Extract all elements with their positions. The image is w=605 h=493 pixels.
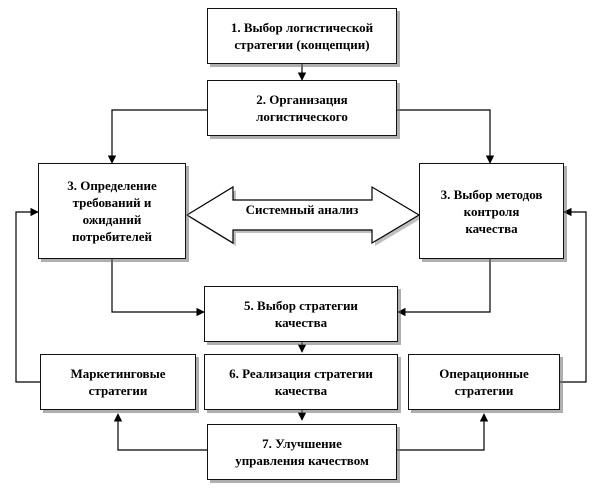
box-quality-management-improvement-label: 7. Улучшение управления качеством	[235, 436, 369, 468]
box-marketing-strategies-label: Маркетинговые стратегии	[70, 366, 166, 398]
arrow-left3-to-5	[111, 259, 205, 317]
box-operational-strategies: Операционные стратегии	[408, 354, 560, 410]
box-quality-strategy-choice-label: 5. Выбор стратегии качества	[244, 298, 358, 330]
box-operational-strategies-label: Операционные стратегии	[439, 366, 529, 398]
arrow-marketing-to-left3	[15, 207, 40, 383]
box-consumer-requirements-label: 3. Определение требований и ожиданий пот…	[67, 178, 157, 244]
arrow-7-to-marketing	[113, 413, 207, 451]
arrow-right3-to-5	[397, 259, 491, 317]
arrow-7-to-operational	[397, 413, 489, 451]
box-logistics-strategy-label: 1. Выбор логистической стратегии (концеп…	[230, 20, 374, 52]
box-quality-strategy-implementation-label: 6. Реализация стратегии качества	[229, 366, 373, 398]
box-consumer-requirements: 3. Определение требований и ожиданий пот…	[38, 163, 186, 259]
box-organization: 2. Организация логистического	[207, 80, 397, 136]
box-quality-management-improvement: 7. Улучшение управления качеством	[207, 424, 397, 480]
system-analysis-label: Системный анализ	[245, 202, 359, 217]
box-quality-control-methods-label: 3. Выбор методов контроля качества	[440, 186, 543, 236]
arrow-operational-to-right3	[560, 207, 587, 383]
arrow-2-to-left3	[107, 109, 207, 164]
box-quality-control-methods: 3. Выбор методов контроля качества	[419, 163, 564, 259]
box-logistics-strategy: 1. Выбор логистической стратегии (концеп…	[207, 8, 397, 64]
box-marketing-strategies: Маркетинговые стратегии	[40, 354, 196, 410]
arrow-2-to-right3	[397, 109, 495, 164]
box-quality-strategy-choice: 5. Выбор стратегии качества	[204, 286, 398, 342]
box-quality-strategy-implementation: 6. Реализация стратегии качества	[204, 354, 398, 410]
box-organization-label: 2. Организация логистического	[256, 92, 348, 124]
